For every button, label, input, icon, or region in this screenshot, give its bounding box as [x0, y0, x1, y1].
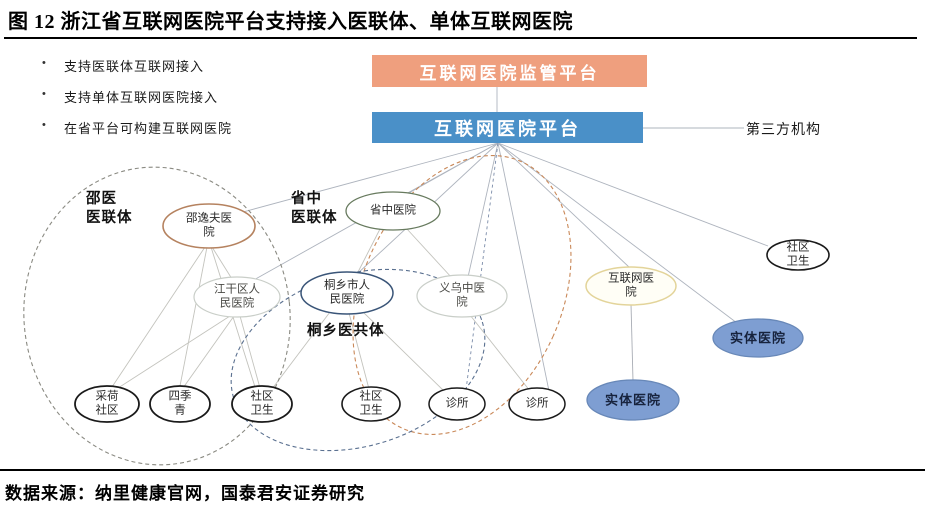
bullet-dot-icon: •	[42, 119, 47, 131]
node-label-yiwu-tcm-hospital: 义乌中医 院	[439, 282, 485, 309]
node-label-jianggan-hospital: 江干区人 民医院	[214, 283, 260, 310]
node-label-tongxiang-hospital: 桐乡市人 民医院	[324, 279, 370, 306]
cluster-ellipse-shengzhong	[352, 155, 572, 435]
node-entity-hospital-right	[712, 318, 804, 358]
node-label-clinic-1: 诊所	[445, 397, 469, 410]
bullet-dot-icon: •	[42, 88, 47, 100]
supervision-platform-box: 互联网医院监管平台	[372, 55, 647, 87]
link-yiwu-clinic2	[469, 314, 531, 392]
link-platform-entityright	[497, 142, 738, 324]
bullet-item: • 支持医联体互联网接入	[42, 56, 232, 75]
link-jianggan-sijiqing	[182, 315, 235, 389]
node-label-caihe-community: 采荷 社区	[95, 390, 119, 417]
bullet-item: • 支持单体互联网医院接入	[42, 87, 232, 106]
node-ellipses	[74, 191, 830, 423]
link-shengzhong-yiwu	[406, 228, 453, 279]
node-label-community-health-1: 社区 卫生	[250, 390, 274, 417]
link-shengzhong-tongxiang	[356, 228, 381, 275]
node-label-entity-hospital-bottom: 实体医院	[604, 392, 662, 408]
bullet-list: • 支持医联体互联网接入 • 支持单体互联网医院接入 • 在省平台可构建互联网医院	[42, 56, 232, 149]
link-platform-internet	[497, 142, 631, 269]
node-label-entity-hospital-right: 实体医院	[729, 330, 787, 346]
link-shaoyifu-sijiqing	[179, 246, 208, 387]
node-community-health-2	[341, 386, 401, 422]
link-platform-communitytr	[497, 142, 769, 247]
node-label-community-health-2: 社区 卫生	[359, 390, 383, 417]
node-shaoyifu-hospital	[162, 203, 256, 249]
cluster-label-shengzhong: 省中 医联体	[291, 191, 338, 226]
link-tongxiang-community2	[348, 312, 370, 390]
cluster-label-tongxiang: 桐乡医共体	[307, 323, 385, 339]
node-label-internet-hospital: 互联网医 院	[608, 272, 654, 299]
node-caihe-community	[74, 385, 140, 423]
bullet-dot-icon: •	[42, 57, 47, 69]
third-party-label: 第三方机构	[746, 121, 821, 137]
node-label-sijiqing: 四季 青	[168, 390, 192, 417]
link-shaoyifu-caihe	[111, 246, 206, 388]
cluster-label-shaoyi: 邵医 医联体	[86, 191, 133, 226]
node-label-shaoyifu-hospital: 邵逸夫医 院	[186, 212, 232, 239]
link-shaoyifu-jianggan	[211, 246, 233, 280]
node-label-community-health-topright: 社区 卫生	[786, 241, 810, 268]
link-platform-shaoyifu	[242, 142, 499, 213]
internet-hospital-platform-box: 互联网医院平台	[372, 112, 643, 143]
cluster-internal-lines	[111, 228, 634, 393]
link-platform-clinic2	[497, 142, 550, 392]
node-sijiqing	[149, 385, 211, 423]
link-jianggan-community1	[239, 315, 261, 389]
link-internet-entity	[630, 303, 634, 382]
node-yiwu-tcm-hospital	[416, 274, 508, 318]
node-internet-hospital	[585, 266, 677, 306]
bullet-text: 支持医联体互联网接入	[64, 59, 205, 74]
figure-title: 图 12 浙江省互联网医院平台支持接入医联体、单体互联网医院	[8, 11, 573, 33]
cluster-ellipse-shaoyi	[23, 166, 291, 466]
bullet-text: 支持单体互联网医院接入	[64, 90, 219, 105]
node-jianggan-hospital	[193, 276, 281, 318]
link-tongxiang-clinic1	[361, 310, 446, 393]
title-underline	[4, 37, 917, 39]
node-shengzhong-hospital	[345, 191, 441, 231]
link-platform-yiwu	[467, 142, 499, 278]
source-note: 数据来源：纳里健康官网，国泰君安证券研究	[5, 484, 365, 503]
bottom-rule	[0, 469, 925, 471]
node-clinic-1	[428, 387, 486, 421]
node-tongxiang-hospital	[300, 271, 394, 315]
bullet-text: 在省平台可构建互联网医院	[64, 121, 233, 136]
link-tongxiang-community1	[271, 311, 331, 390]
node-label-shengzhong-hospital: 省中医院	[370, 204, 416, 217]
bullet-item: • 在省平台可构建互联网医院	[42, 118, 232, 137]
node-label-clinic-2: 诊所	[525, 397, 549, 410]
node-community-health-topright	[766, 239, 830, 271]
node-clinic-2	[508, 387, 566, 421]
node-entity-hospital-bottom	[586, 379, 680, 421]
node-community-health-1	[231, 385, 293, 423]
link-jianggan-caihe	[114, 315, 231, 391]
